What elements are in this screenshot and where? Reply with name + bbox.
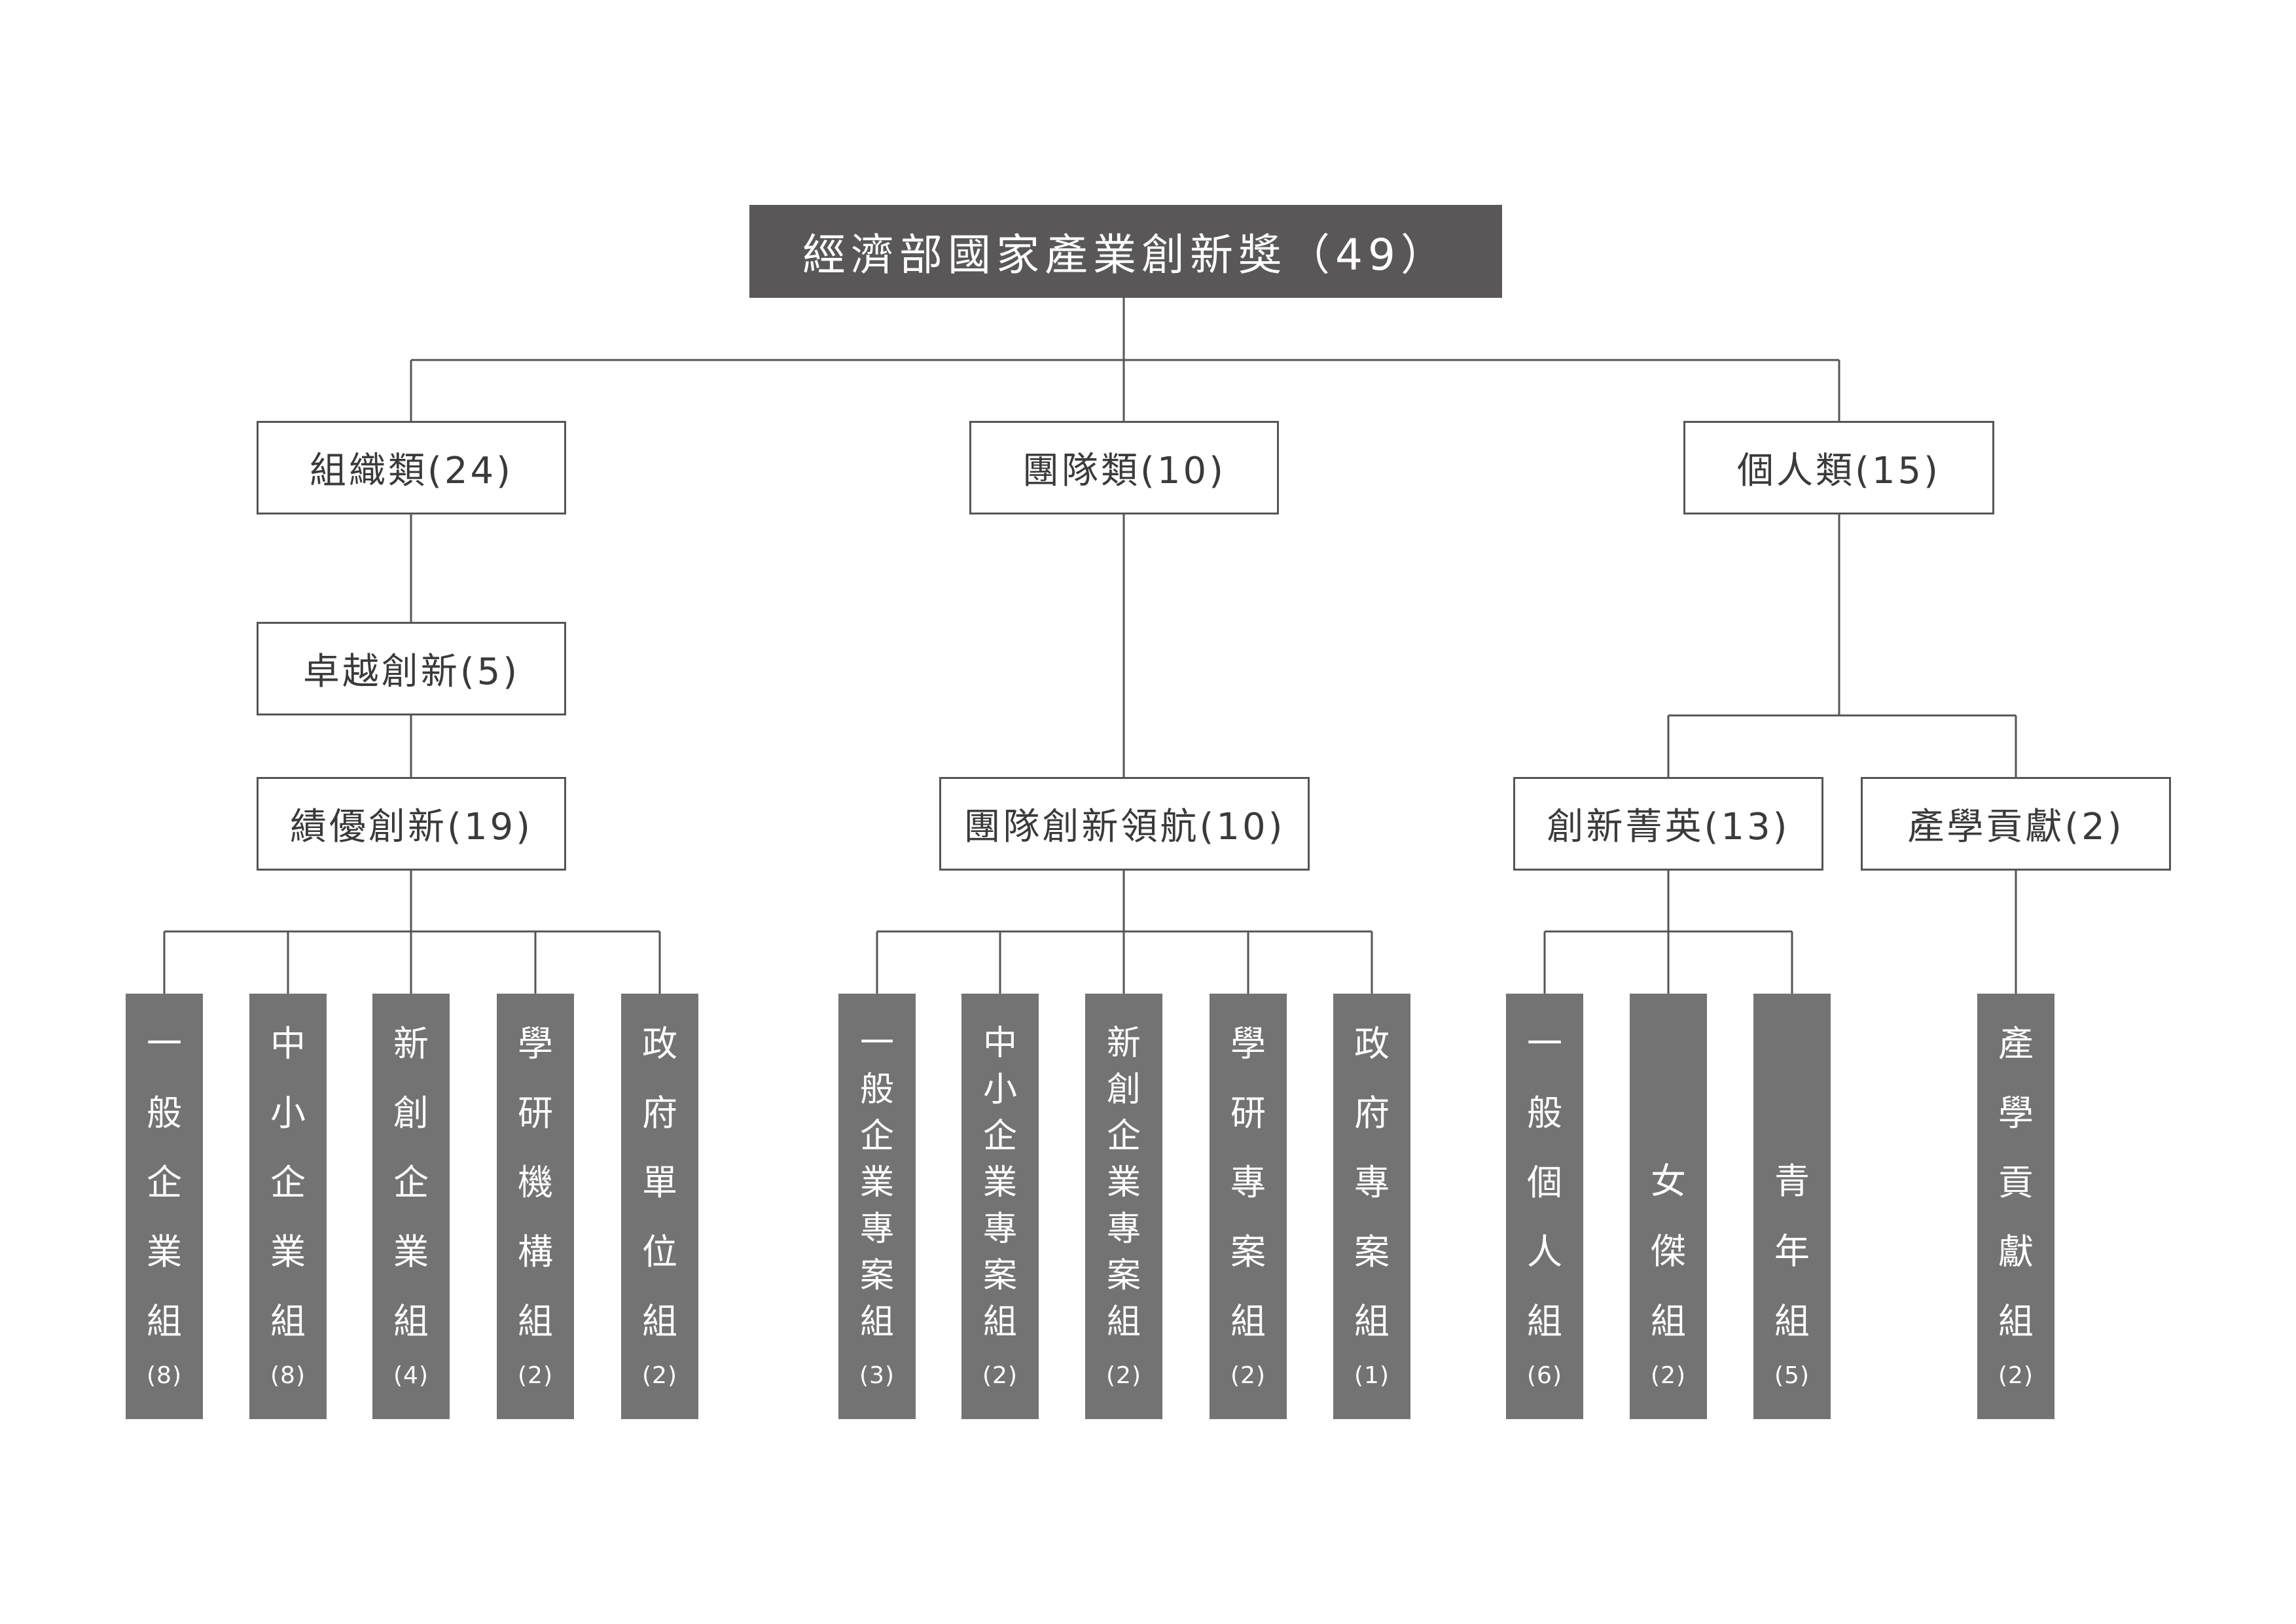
sub-excellence: 卓越創新(5) <box>257 622 566 715</box>
sub-innovation-elite: 創新菁英(13) <box>1513 777 1823 871</box>
group-leaf-name: 政府單位組 <box>642 1023 677 1342</box>
group-leaf-count: (2) <box>982 1362 1018 1389</box>
category-individual: 個人類(15) <box>1683 421 1994 514</box>
group-leaf: 一般企業組 (8) <box>126 994 203 1419</box>
group-leaf-count: (2) <box>1230 1362 1266 1389</box>
category-organization: 組織類(24) <box>257 421 566 514</box>
group-leaf: 中小企業專案組 (2) <box>961 994 1039 1419</box>
group-leaf: 青年組 (5) <box>1753 994 1831 1419</box>
group-leaf-count: (2) <box>1998 1362 2034 1389</box>
group-leaf: 女傑組 (2) <box>1630 994 1707 1419</box>
group-leaf: 學研機構組 (2) <box>497 994 574 1419</box>
group-leaf: 新創企業專案組 (2) <box>1085 994 1162 1419</box>
group-leaf-count: (4) <box>393 1362 429 1389</box>
group-leaf-count: (2) <box>1651 1362 1686 1389</box>
sub-merit: 績優創新(19) <box>257 777 566 871</box>
root-award-node: 經濟部國家產業創新獎（49） <box>749 205 1502 298</box>
connector-root <box>410 298 1840 421</box>
group-leaf-name: 學研專案組 <box>1230 1023 1266 1342</box>
group-leaf-count: (1) <box>1354 1362 1390 1389</box>
group-leaf-count: (2) <box>642 1362 677 1389</box>
connector-elite-groups <box>1543 871 1793 994</box>
group-leaf-name: 一般個人組 <box>1527 1023 1562 1342</box>
group-leaf: 政府單位組 (2) <box>621 994 698 1419</box>
group-leaf: 新創企業組 (4) <box>372 994 450 1419</box>
group-leaf-count: (8) <box>147 1362 182 1389</box>
group-leaf-name: 中小企業組 <box>270 1023 306 1342</box>
group-leaf-name: 一般企業組 <box>147 1023 182 1342</box>
sub-industry-contribution: 產學貢獻(2) <box>1861 777 2171 871</box>
connector-team <box>876 514 1373 994</box>
group-leaf: 一般個人組 (6) <box>1506 994 1583 1419</box>
group-leaf-name: 新創企業專案組 <box>1106 1024 1141 1342</box>
group-leaf-name: 政府專案組 <box>1354 1023 1390 1342</box>
group-leaf-count: (2) <box>518 1362 553 1389</box>
group-leaf-name: 女傑組 <box>1651 1161 1686 1342</box>
group-leaf-count: (6) <box>1527 1362 1562 1389</box>
group-leaf-count: (3) <box>859 1362 895 1389</box>
connector-individual <box>1667 514 2017 777</box>
group-leaf-name: 產學貢獻組 <box>1998 1023 2034 1342</box>
group-leaf-count: (2) <box>1106 1362 1141 1389</box>
group-leaf-count: (5) <box>1774 1362 1810 1389</box>
sub-team-leadership: 團隊創新領航(10) <box>939 777 1310 871</box>
group-leaf: 中小企業組 (8) <box>249 994 327 1419</box>
group-leaf-name: 一般企業專案組 <box>859 1024 894 1342</box>
group-leaf-name: 青年組 <box>1774 1161 1810 1342</box>
group-leaf-name: 新創企業組 <box>393 1023 429 1342</box>
category-team: 團隊類(10) <box>969 421 1279 514</box>
group-leaf-name: 學研機構組 <box>518 1023 553 1342</box>
group-leaf-count: (8) <box>270 1362 306 1389</box>
group-leaf: 學研專案組 (2) <box>1210 994 1287 1419</box>
group-leaf: 產學貢獻組 (2) <box>1977 994 2054 1419</box>
connector-org-groups <box>163 871 661 994</box>
group-leaf: 一般企業專案組 (3) <box>838 994 916 1419</box>
group-leaf-name: 中小企業專案組 <box>982 1024 1017 1342</box>
group-leaf: 政府專案組 (1) <box>1333 994 1410 1419</box>
